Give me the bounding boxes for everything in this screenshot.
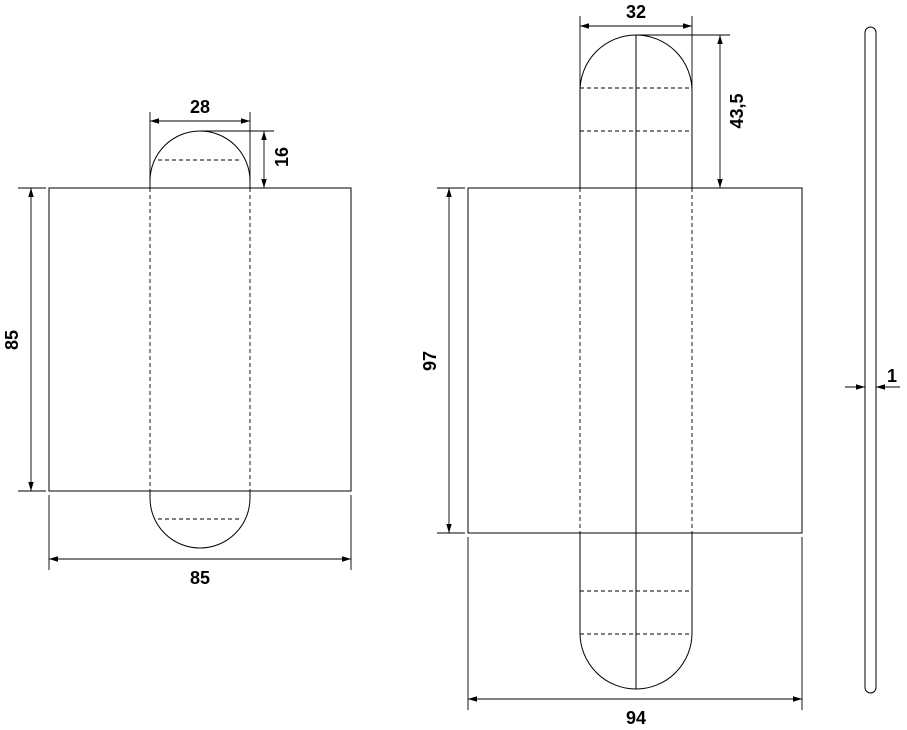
middle-plate — [467, 187, 803, 534]
middle-tab-width-dimension: 32 — [579, 2, 693, 88]
thickness-dimension: 1 — [845, 366, 900, 390]
left-bottom-tab — [149, 491, 251, 549]
left-part: 85 85 28 16 — [2, 97, 352, 588]
middle-height-label: 97 — [420, 351, 440, 371]
left-plate — [48, 187, 352, 492]
left-top-tab — [149, 130, 251, 188]
left-tab-width-dimension: 28 — [149, 97, 251, 181]
middle-part: 94 97 32 43,5 — [420, 2, 803, 728]
middle-tab-height-dimension: 43,5 — [636, 34, 747, 189]
left-tab-height-dimension: 16 — [200, 130, 292, 189]
thickness-label: 1 — [887, 366, 897, 386]
middle-width-dimension: 94 — [467, 537, 803, 728]
side-profile: 1 — [845, 26, 900, 694]
left-width-dimension: 85 — [48, 495, 352, 588]
side-profile-strip — [864, 26, 877, 694]
middle-tab-width-label: 32 — [626, 2, 646, 22]
middle-height-dimension: 97 — [420, 187, 465, 534]
left-height-label: 85 — [2, 330, 22, 350]
middle-tab-height-label: 43,5 — [727, 93, 747, 128]
middle-width-label: 94 — [626, 708, 646, 728]
left-tab-height-label: 16 — [272, 147, 292, 167]
left-height-dimension: 85 — [2, 187, 46, 492]
left-tab-width-label: 28 — [190, 97, 210, 117]
left-width-label: 85 — [190, 568, 210, 588]
